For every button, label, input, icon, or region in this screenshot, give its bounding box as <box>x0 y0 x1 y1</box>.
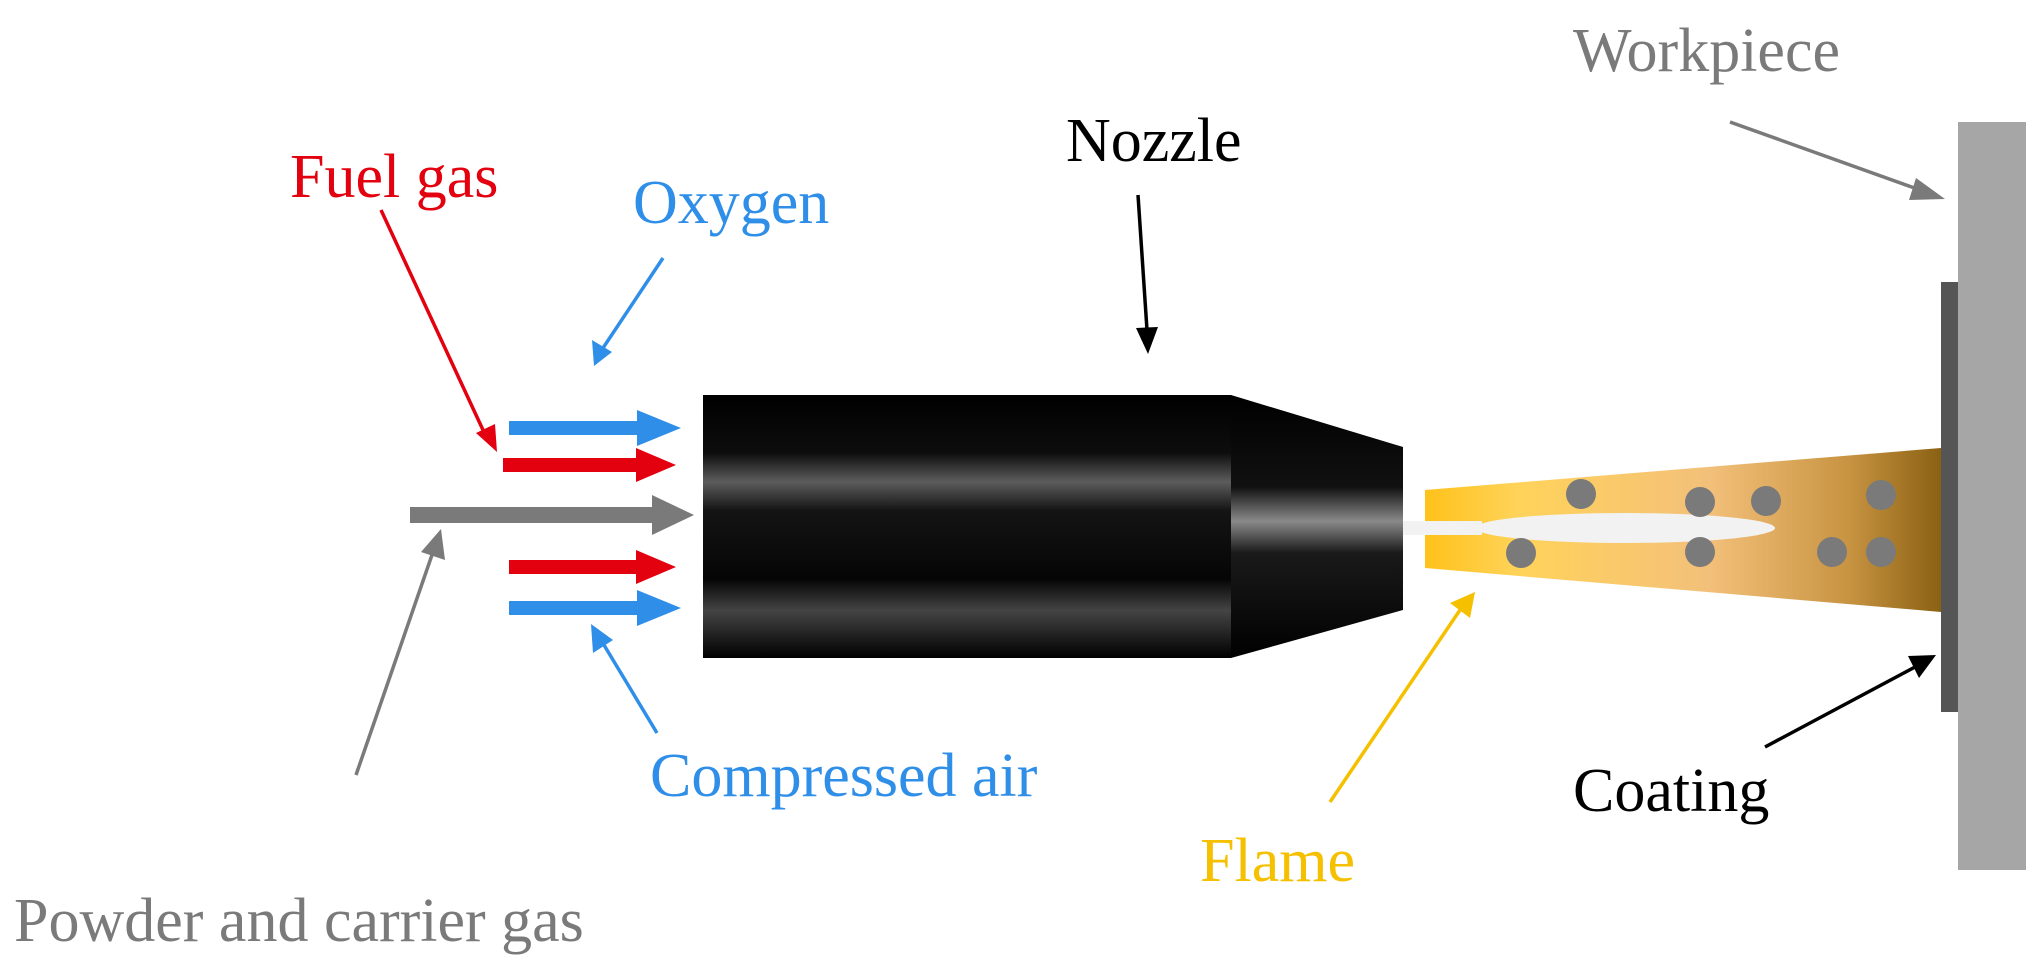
flame-label: Flame <box>1200 827 1355 895</box>
particle <box>1685 537 1715 567</box>
compressed-air-label: Compressed air <box>650 742 1038 810</box>
coating-pointer <box>1764 655 1936 749</box>
fuel-gas-label: Fuel gas <box>290 143 499 211</box>
nozzle-body <box>703 395 1231 658</box>
compressed-air-pointer <box>591 624 659 734</box>
particle <box>1506 538 1536 568</box>
flame-core-stem <box>1402 521 1482 535</box>
powder-pointer <box>354 529 445 776</box>
particle <box>1866 537 1896 567</box>
powder-label: Powder and carrier gas <box>14 887 584 955</box>
fuel-inlet-arrow-lower <box>509 550 676 584</box>
particle <box>1566 479 1596 509</box>
oxygen-pointer <box>592 257 665 366</box>
coating-layer <box>1941 282 1958 712</box>
flame-pointer <box>1328 592 1475 803</box>
oxygen-label: Oxygen <box>633 169 830 237</box>
particle <box>1751 486 1781 516</box>
powder-inlet-arrow <box>410 495 694 535</box>
workpiece-pointer <box>1729 120 1945 200</box>
nozzle-tip <box>1231 395 1403 658</box>
coating-label: Coating <box>1573 757 1770 825</box>
air-inlet-arrow <box>509 590 681 626</box>
nozzle-pointer <box>1136 194 1158 354</box>
oxygen-inlet-arrow <box>509 410 681 446</box>
particle <box>1685 487 1715 517</box>
powder-particles <box>1506 479 1896 568</box>
fuel-gas-pointer <box>379 209 497 452</box>
fuel-inlet-arrow <box>503 448 676 482</box>
particle <box>1817 537 1847 567</box>
nozzle-label: Nozzle <box>1066 107 1242 175</box>
workpiece-plate <box>1958 122 2026 870</box>
workpiece-label: Workpiece <box>1573 17 1840 85</box>
particle <box>1866 480 1896 510</box>
flame-core <box>1475 513 1775 543</box>
